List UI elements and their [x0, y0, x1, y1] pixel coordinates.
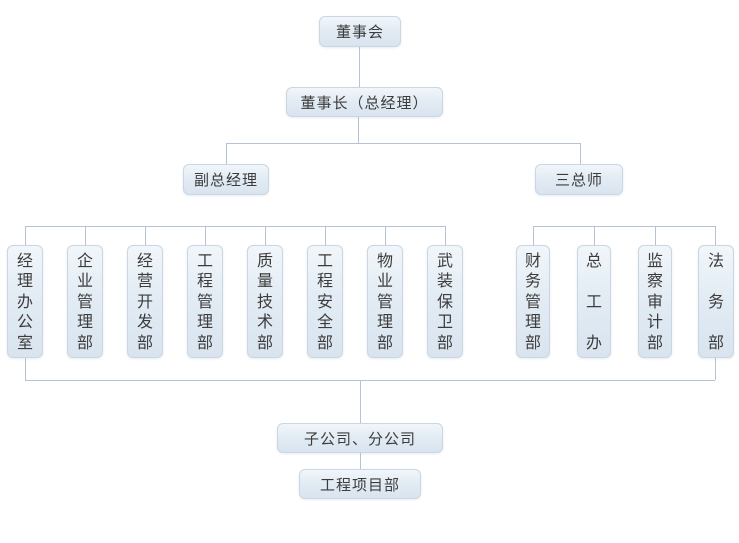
connector-board-chairman [359, 47, 360, 88]
connector-drop [145, 226, 146, 245]
connector-top-rail [226, 143, 580, 144]
node-label: 法务部 [707, 250, 724, 352]
connector-rail-deputy [226, 143, 227, 164]
node-dept-chief-engineer-office: 总工办 [577, 245, 611, 358]
node-dept-property-management: 物业管理部 [367, 245, 403, 358]
connector-drop [25, 226, 26, 245]
node-label: 总工办 [585, 250, 602, 352]
connector-drop [533, 226, 534, 245]
connector-drop [85, 226, 86, 245]
connector-deputy-children-rail [25, 226, 445, 227]
connector-legal-bottom-rail [715, 358, 716, 380]
node-dept-business-development: 经营开发部 [127, 245, 163, 358]
connector-drop [385, 226, 386, 245]
node-dept-armed-security: 武装保卫部 [427, 245, 463, 358]
node-label: 经理办公室 [16, 250, 33, 352]
node-label: 工程安全部 [316, 250, 333, 352]
node-label: 经营开发部 [136, 250, 153, 352]
node-dept-engineering-safety: 工程安全部 [307, 245, 343, 358]
node-board: 董事会 [319, 16, 401, 47]
connector-drop [325, 226, 326, 245]
connector-drop [265, 226, 266, 245]
connector-drop [715, 226, 716, 245]
connector-chairman-rail [358, 117, 359, 143]
connector-drop [205, 226, 206, 245]
node-label: 财务管理部 [524, 250, 541, 352]
connector-rail-chiefs [580, 143, 581, 164]
node-subsidiaries: 子公司、分公司 [277, 423, 443, 453]
node-dept-enterprise-management: 企业管理部 [67, 245, 103, 358]
node-dept-finance-management: 财务管理部 [516, 245, 550, 358]
node-dept-legal: 法务部 [698, 245, 734, 358]
node-three-chiefs: 三总师 [535, 164, 623, 195]
node-dept-quality-technology: 质量技术部 [247, 245, 283, 358]
node-label: 武装保卫部 [436, 250, 453, 352]
node-label: 物业管理部 [376, 250, 393, 352]
node-label: 质量技术部 [256, 250, 273, 352]
node-chairman: 董事长（总经理） [286, 87, 443, 117]
connector-drop [445, 226, 446, 245]
connector-rail-subsidiaries [360, 380, 361, 423]
connector-subsidiaries-project [360, 453, 361, 469]
node-deputy-gm: 副总经理 [183, 164, 269, 195]
connector-chiefs-children-rail [533, 226, 715, 227]
connector-drop [655, 226, 656, 245]
connector-drop [594, 226, 595, 245]
node-project-dept: 工程项目部 [299, 469, 421, 499]
node-dept-manager-office: 经理办公室 [7, 245, 43, 358]
connector-bottom-rail [25, 380, 715, 381]
connector-office-bottom-rail [25, 358, 26, 380]
node-label: 工程管理部 [196, 250, 213, 352]
node-label: 监察审计部 [646, 250, 663, 352]
node-dept-supervision-audit: 监察审计部 [638, 245, 672, 358]
node-label: 企业管理部 [76, 250, 93, 352]
node-dept-engineering-management: 工程管理部 [187, 245, 223, 358]
